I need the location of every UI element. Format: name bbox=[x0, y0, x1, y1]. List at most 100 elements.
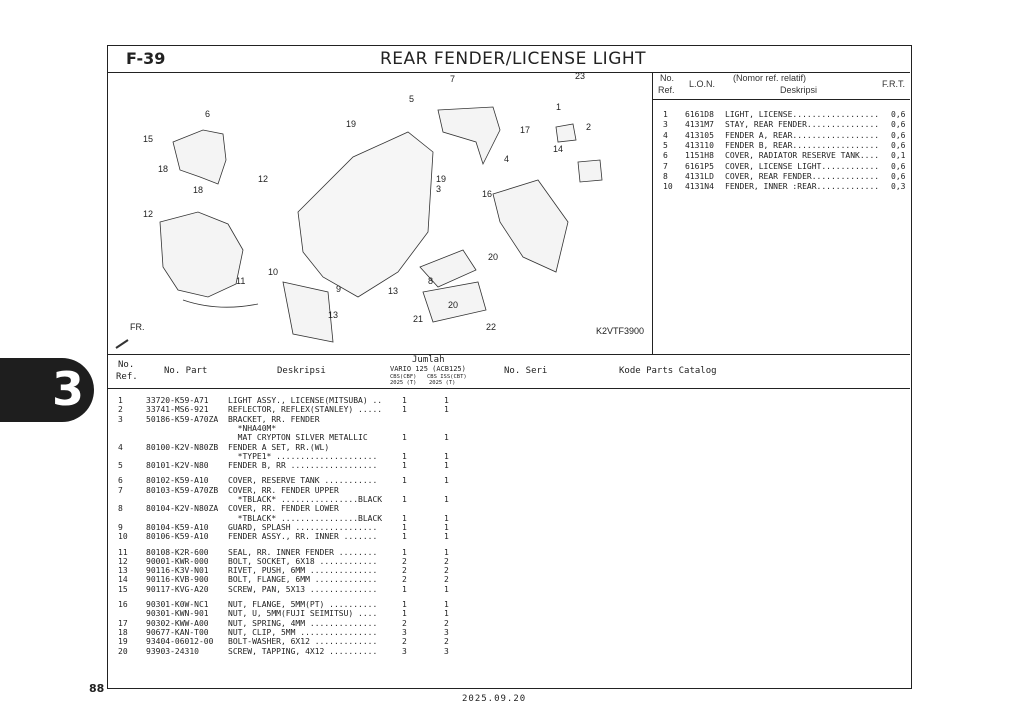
callout-label: 7 bbox=[450, 74, 455, 84]
callout-label: 8 bbox=[428, 276, 433, 286]
cell-q1: 1 bbox=[402, 495, 407, 504]
frt-cell-no: 10 bbox=[663, 182, 673, 192]
col-var2: CBS ISS(CBT) bbox=[427, 374, 467, 380]
cell-q2: 3 bbox=[444, 646, 449, 656]
cell-part: 93404-06012-00 bbox=[146, 637, 214, 647]
section-tab-number: 3 bbox=[52, 362, 85, 416]
cell-desc: RIVET, PUSH, 6MM .............. bbox=[228, 566, 378, 576]
cell-ref: 18 bbox=[118, 627, 128, 637]
cell-ref: 5 bbox=[118, 461, 123, 471]
frt-col-frt: F.R.T. bbox=[882, 79, 906, 89]
col-ref: Ref. bbox=[116, 372, 138, 382]
cell-ref: 17 bbox=[118, 618, 128, 628]
cell-ref: 4 bbox=[118, 442, 123, 452]
cell-q2: 1 bbox=[444, 513, 449, 523]
cell-q1: 1 bbox=[402, 584, 407, 594]
callout-label: 20 bbox=[488, 252, 498, 262]
frt-col-no: No. bbox=[660, 73, 675, 83]
col-var1: CBS(CBF) bbox=[390, 374, 417, 380]
cell-part: 50186-K59-A70ZA bbox=[146, 414, 219, 424]
callout-label: 14 bbox=[553, 144, 563, 154]
cell-q1: 2 bbox=[402, 618, 407, 628]
cell-q1: 1 bbox=[402, 405, 407, 415]
cell-q2: 1 bbox=[444, 476, 449, 486]
frt-cell-no: 5 bbox=[663, 140, 668, 150]
cell-ref: 13 bbox=[118, 566, 128, 576]
cell-q2: 1 bbox=[444, 609, 449, 619]
callout-label: 18 bbox=[193, 185, 203, 195]
cell-ref: 15 bbox=[118, 584, 128, 594]
cell-part: 90117-KVG-A20 bbox=[146, 584, 209, 594]
frt-cell-lon: 1151H8 bbox=[685, 151, 714, 161]
cell-q1: 2 bbox=[402, 637, 407, 647]
direction-label: FR. bbox=[130, 322, 145, 332]
footer-date: 2025.09.20 bbox=[462, 694, 527, 704]
cell-part: 93903-24310 bbox=[146, 646, 199, 656]
cell-q2: 1 bbox=[444, 584, 449, 594]
cell-ref: 2 bbox=[118, 405, 123, 415]
frt-cell-desc: FENDER A, REAR.................. bbox=[725, 130, 880, 140]
cell-part: 80106-K59-A10 bbox=[146, 532, 209, 542]
cell-q2: 1 bbox=[444, 600, 449, 609]
cell-desc: *TBLACK* ................BLACK bbox=[228, 495, 383, 504]
license-light-cover-part bbox=[437, 106, 501, 166]
cell-ref: 14 bbox=[118, 575, 128, 585]
rear-fender-cover-part bbox=[422, 281, 487, 323]
cell-desc: LIGHT ASSY., LICENSE(MITSUBA) .. bbox=[228, 396, 383, 405]
cell-q1: 1 bbox=[402, 522, 407, 532]
license-light-part bbox=[555, 123, 577, 143]
frt-col-desc-top: (Nomor ref. relatif) bbox=[733, 73, 807, 83]
cell-ref: 6 bbox=[118, 476, 123, 486]
cell-ref: 8 bbox=[118, 504, 123, 514]
cell-ref: 1 bbox=[118, 396, 123, 405]
frt-cell-desc: FENDER B, REAR.................. bbox=[725, 140, 880, 150]
cell-part: 80108-K2R-600 bbox=[146, 547, 209, 557]
callout-label: 16 bbox=[482, 189, 492, 199]
page-number: 88 bbox=[89, 682, 105, 695]
frt-panel: No. Ref. L.O.N. (Nomor ref. relatif) Des… bbox=[653, 72, 910, 354]
radiator-tank-cover-part bbox=[172, 129, 227, 185]
cell-q1: 1 bbox=[402, 396, 407, 405]
cell-q1: 1 bbox=[402, 451, 407, 461]
callout-label: 20 bbox=[448, 300, 458, 310]
cell-part: 80103-K59-A70ZB bbox=[146, 485, 219, 495]
cell-desc: FENDER A SET, RR.(WL) bbox=[228, 442, 330, 452]
cell-desc: FENDER ASSY., RR. INNER ....... bbox=[228, 532, 378, 542]
cell-q2: 2 bbox=[444, 618, 449, 628]
col-jumlah: Jumlah bbox=[412, 355, 445, 365]
cell-part: 90677-KAN-T00 bbox=[146, 627, 209, 637]
callout-label: 13 bbox=[328, 310, 338, 320]
frt-cell-frt: 0,6 bbox=[891, 161, 906, 171]
cell-part: 80101-K2V-N80 bbox=[146, 461, 209, 471]
inner-fender-seal-part bbox=[182, 299, 259, 308]
cell-q2: 2 bbox=[444, 637, 449, 647]
col-part: No. Part bbox=[164, 366, 208, 376]
cell-desc: GUARD, SPLASH ................. bbox=[228, 522, 378, 532]
col-seri: No. Seri bbox=[504, 366, 548, 376]
cell-desc: *TYPE1* ..................... bbox=[228, 451, 378, 461]
cell-part: 90301-KWN-901 bbox=[146, 609, 209, 619]
cell-desc: NUT, U, 5MM(FUJI SEIMITSU) .... bbox=[228, 609, 378, 619]
cell-ref: 12 bbox=[118, 556, 128, 566]
cell-ref: 19 bbox=[118, 637, 128, 647]
frt-col-ref: Ref. bbox=[658, 85, 675, 95]
splash-guard-part bbox=[282, 281, 334, 343]
frt-cell-frt: 0,6 bbox=[891, 171, 906, 181]
cell-desc: NUT, SPRING, 4MM .............. bbox=[228, 618, 378, 628]
frt-cell-frt: 0,1 bbox=[891, 151, 906, 161]
callout-label: 21 bbox=[413, 314, 423, 324]
cell-desc: COVER, RESERVE TANK ........... bbox=[228, 476, 378, 486]
rear-fender-b-part bbox=[297, 131, 434, 298]
section-code: F-39 bbox=[126, 49, 166, 68]
callout-label: 11 bbox=[236, 276, 245, 286]
cell-q1: 3 bbox=[402, 646, 407, 656]
frt-divider bbox=[653, 99, 910, 100]
col-no: No. bbox=[118, 360, 135, 370]
cell-q1: 1 bbox=[402, 461, 407, 471]
frt-cell-no: 4 bbox=[663, 130, 668, 140]
cell-part: 80100-K2V-N80ZB bbox=[146, 442, 219, 452]
frt-cell-no: 1 bbox=[663, 110, 668, 119]
diagram-code: K2VTF3900 bbox=[596, 326, 644, 336]
cell-q2: 1 bbox=[444, 495, 449, 504]
cell-q1: 1 bbox=[402, 476, 407, 486]
